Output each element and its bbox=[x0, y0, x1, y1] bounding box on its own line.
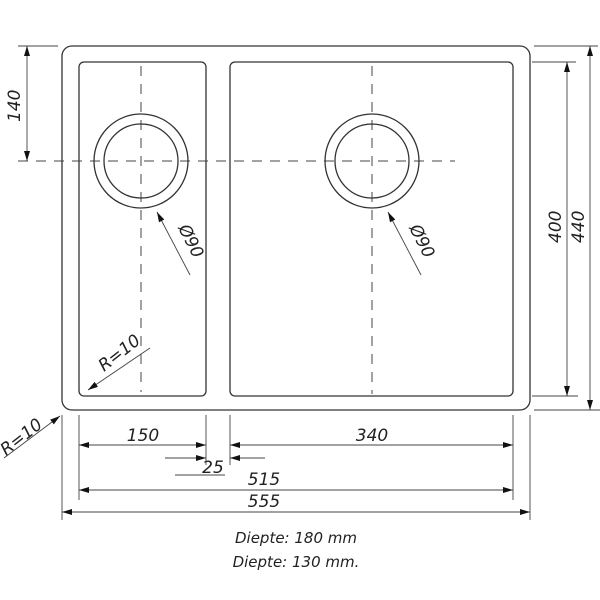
outer-radius-leader bbox=[3, 415, 61, 459]
right-drain-diameter-label: Ø90 bbox=[404, 220, 438, 261]
left-bowl-width-dimension: 150 bbox=[127, 426, 159, 446]
outer-height-dimension: 440 bbox=[569, 211, 589, 243]
left-drain bbox=[93, 113, 189, 209]
outer-radius-label: R=10 bbox=[0, 415, 47, 460]
inner-total-width-dimension: 515 bbox=[248, 470, 280, 490]
right-drain bbox=[324, 113, 420, 209]
outer-total-width-dimension: 555 bbox=[248, 492, 280, 512]
left-drain-diameter-label: Ø90 bbox=[173, 220, 207, 261]
right-bowl-width-dimension: 340 bbox=[356, 426, 388, 446]
left-drain-leader bbox=[156, 211, 191, 276]
sink-outline bbox=[61, 45, 531, 411]
inner-radius-label: R=10 bbox=[95, 331, 145, 376]
right-bowl bbox=[229, 61, 514, 397]
right-drain-leader bbox=[387, 211, 422, 276]
drain-offset-dimension: 140 bbox=[5, 90, 25, 122]
left-bowl bbox=[78, 61, 207, 397]
inner-height-dimension: 400 bbox=[546, 211, 566, 243]
depth-note-right: Diepte: 130 mm. bbox=[233, 553, 360, 571]
inner-radius-leader bbox=[87, 347, 151, 391]
depth-note-left: Diepte: 180 mm bbox=[235, 529, 357, 547]
divider-width-dimension: 25 bbox=[202, 458, 224, 478]
